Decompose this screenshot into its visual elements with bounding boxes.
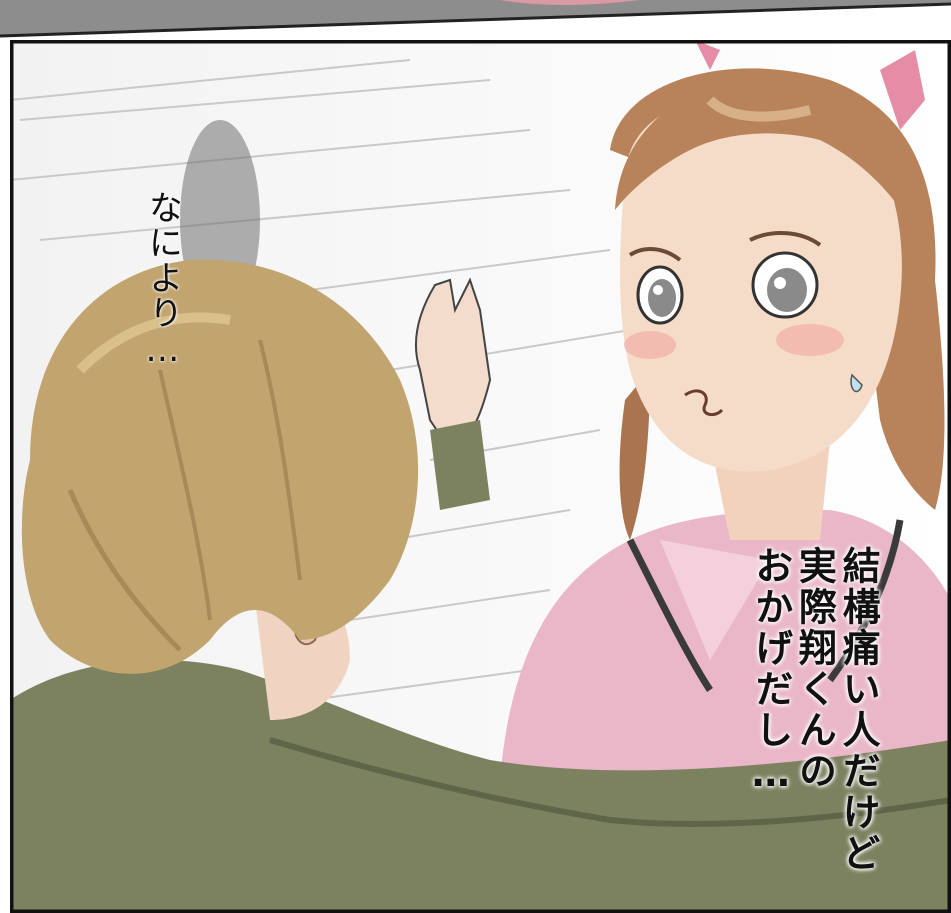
comic-panel: なにより… 結構痛い人だけど 実際翔くんの おかげだし… [10,40,951,913]
panel-illustration [10,40,951,913]
speech-text-right: 結構痛い人だけど 実際翔くんの おかげだし… [748,546,881,874]
previous-panel-strip [0,0,951,40]
speech-text-left: なにより… [142,190,183,371]
boy-figure [10,259,951,913]
